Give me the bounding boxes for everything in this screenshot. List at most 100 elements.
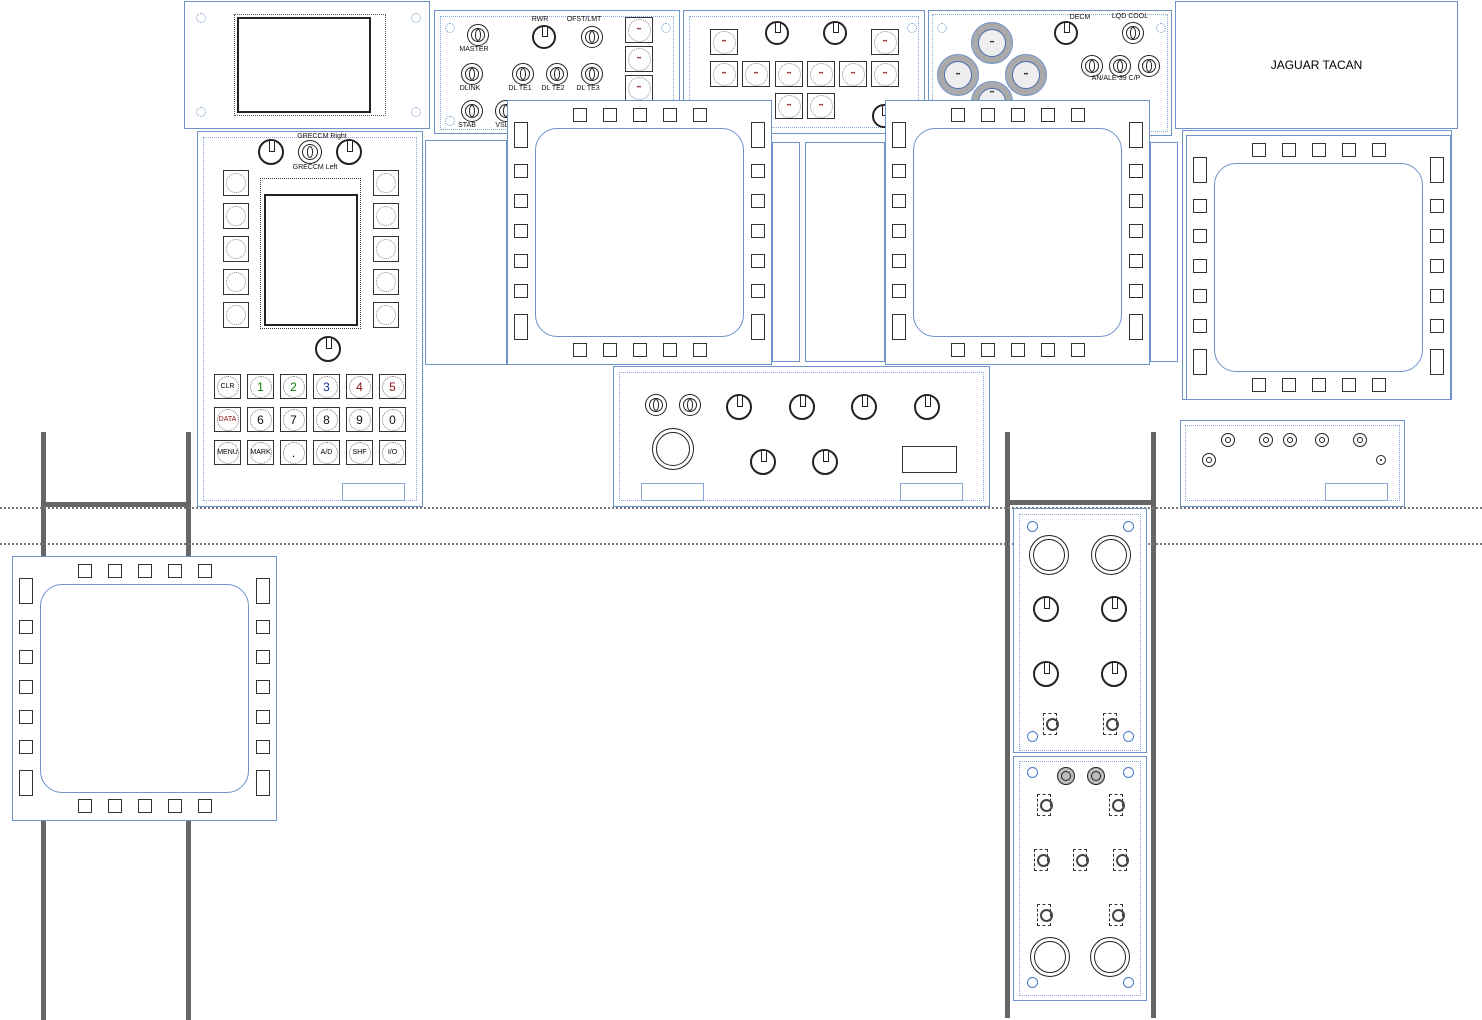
jack[interactable] (1034, 849, 1050, 871)
osb-right[interactable] (1129, 224, 1143, 238)
osb-right[interactable] (1430, 319, 1444, 333)
osb-left[interactable] (19, 578, 33, 604)
osb-top[interactable] (951, 108, 965, 122)
selector-switch[interactable] (902, 446, 957, 473)
osb-bottom[interactable] (198, 799, 212, 813)
osb-top[interactable] (1282, 143, 1296, 157)
osb-top[interactable] (1372, 143, 1386, 157)
osb-top[interactable] (1342, 143, 1356, 157)
osb-right[interactable] (751, 284, 765, 298)
decm-knob[interactable] (1054, 21, 1078, 45)
keypad-key-shf[interactable]: SHF (346, 440, 373, 465)
osb-bottom[interactable] (1071, 343, 1085, 357)
ofst-lmt-switch[interactable] (581, 26, 603, 48)
greccm-right-knob[interactable] (336, 139, 362, 165)
osb-bottom[interactable] (1252, 378, 1266, 392)
osb-right[interactable] (1430, 259, 1444, 273)
osb-bottom[interactable] (1312, 378, 1326, 392)
osb-top[interactable] (138, 564, 152, 578)
greccm-switch[interactable] (298, 140, 322, 164)
jack[interactable] (1109, 794, 1125, 816)
osb-bottom[interactable] (1342, 378, 1356, 392)
keypad-key-6[interactable]: 6 (247, 407, 274, 432)
large-knob[interactable] (652, 428, 694, 470)
osb-bottom[interactable] (951, 343, 965, 357)
osb-right[interactable] (256, 620, 270, 634)
osb-left[interactable] (1193, 349, 1207, 375)
osb-right[interactable] (751, 254, 765, 268)
osb-right[interactable] (256, 578, 270, 604)
push-button[interactable]: •• (871, 61, 899, 87)
osb-right[interactable] (256, 680, 270, 694)
push-button[interactable]: •• (807, 93, 835, 119)
push-button[interactable]: •• (625, 75, 653, 101)
osb-top[interactable] (1312, 143, 1326, 157)
option-button[interactable] (223, 269, 249, 295)
knob[interactable] (726, 394, 752, 420)
option-button[interactable] (373, 170, 399, 196)
push-button[interactable]: •• (807, 61, 835, 87)
osb-left[interactable] (1193, 229, 1207, 243)
knob[interactable] (1033, 661, 1059, 687)
option-button[interactable] (373, 236, 399, 262)
knob[interactable] (1033, 596, 1059, 622)
osb-right[interactable] (256, 710, 270, 724)
osb-left[interactable] (19, 770, 33, 796)
dispense-button[interactable]: •• (937, 54, 979, 96)
keypad-key-5[interactable]: 5 (379, 374, 406, 399)
osb-right[interactable] (751, 122, 765, 148)
osb-left[interactable] (1193, 259, 1207, 273)
osb-top[interactable] (1041, 108, 1055, 122)
keypad-key-9[interactable]: 9 (346, 407, 373, 432)
osb-right[interactable] (1430, 349, 1444, 375)
osb-bottom[interactable] (603, 343, 617, 357)
osb-top[interactable] (198, 564, 212, 578)
osb-top[interactable] (1071, 108, 1085, 122)
keypad-key-mark[interactable]: MARK (247, 440, 274, 465)
large-knob[interactable] (1030, 937, 1070, 977)
large-knob[interactable] (1029, 535, 1069, 575)
osb-bottom[interactable] (1282, 378, 1296, 392)
keypad-key-2[interactable]: 2 (280, 374, 307, 399)
option-button[interactable] (373, 203, 399, 229)
osb-right[interactable] (751, 314, 765, 340)
knob[interactable] (812, 449, 838, 475)
large-knob[interactable] (1090, 937, 1130, 977)
osb-left[interactable] (892, 284, 906, 298)
ale39-switch-1[interactable] (1081, 55, 1103, 77)
osb-bottom[interactable] (78, 799, 92, 813)
knob[interactable] (789, 394, 815, 420)
osb-left[interactable] (514, 194, 528, 208)
osb-left[interactable] (1193, 157, 1207, 183)
keypad-key-4[interactable]: 4 (346, 374, 373, 399)
osb-left[interactable] (892, 122, 906, 148)
osb-top[interactable] (78, 564, 92, 578)
dispense-button[interactable]: •• (971, 22, 1013, 64)
osb-bottom[interactable] (663, 343, 677, 357)
osb-left[interactable] (19, 710, 33, 724)
jack[interactable] (1037, 904, 1053, 926)
dispense-button[interactable]: •• (1005, 54, 1047, 96)
keypad-key-1[interactable]: 1 (247, 374, 274, 399)
osb-top[interactable] (981, 108, 995, 122)
osb-left[interactable] (1193, 319, 1207, 333)
keypad-key-ad[interactable]: A/D (313, 440, 340, 465)
osb-top[interactable] (603, 108, 617, 122)
keypad-key-dot[interactable]: . (280, 440, 307, 465)
osb-right[interactable] (1430, 199, 1444, 213)
osb-top[interactable] (693, 108, 707, 122)
osb-bottom[interactable] (1011, 343, 1025, 357)
osb-bottom[interactable] (981, 343, 995, 357)
osb-top[interactable] (1252, 143, 1266, 157)
osb-right[interactable] (1129, 194, 1143, 208)
osb-right[interactable] (1129, 314, 1143, 340)
master-switch[interactable] (467, 24, 489, 46)
osb-right[interactable] (1129, 284, 1143, 298)
option-button[interactable] (373, 269, 399, 295)
osb-right[interactable] (1430, 229, 1444, 243)
osb-right[interactable] (1430, 289, 1444, 303)
option-button[interactable] (223, 302, 249, 328)
jack[interactable] (1037, 794, 1053, 816)
knob[interactable] (823, 21, 847, 45)
osb-top[interactable] (1011, 108, 1025, 122)
